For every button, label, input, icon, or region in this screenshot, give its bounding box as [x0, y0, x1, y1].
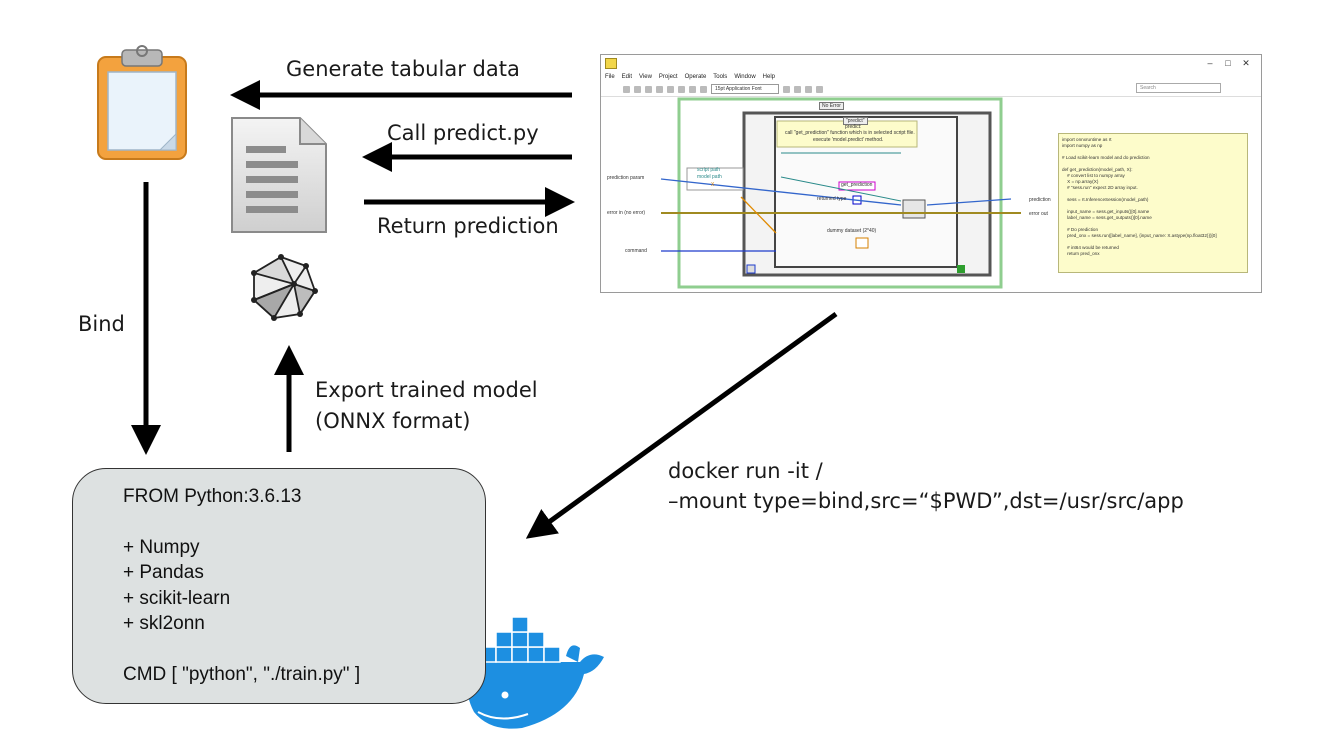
get-prediction-const: get_prediction — [841, 182, 873, 188]
code-line: import onnxruntime as rt — [1062, 137, 1112, 142]
menu-project[interactable]: Project — [658, 73, 678, 80]
align-icon[interactable] — [783, 85, 790, 93]
label-docker-run-line2: –mount type=bind,src=“$PWD”,dst=/usr/src… — [668, 489, 1184, 513]
menu-operate[interactable]: Operate — [684, 73, 707, 80]
label-call-predict: Call predict.py — [387, 121, 539, 145]
abort-icon[interactable] — [645, 85, 652, 93]
code-line: input_name = sess.get_inputs()[0].name — [1062, 209, 1150, 214]
label-bind: Bind — [78, 312, 125, 336]
label-generate-tabular-data: Generate tabular data — [286, 57, 520, 81]
docker-whale-icon — [465, 616, 604, 729]
returned-type-label: returned type — [817, 196, 847, 202]
dockerfile-line: + Pandas — [123, 562, 204, 584]
dockerfile-line: + Numpy — [123, 536, 200, 558]
distribute-icon[interactable] — [794, 85, 801, 93]
command-control[interactable]: command — [625, 248, 647, 254]
script-path-field: script path — [697, 167, 721, 173]
run-icon[interactable] — [623, 85, 630, 93]
labview-menubar: File Edit View Project Operate Tools Win… — [601, 71, 1261, 82]
arrow-docker-run — [525, 311, 838, 539]
code-line: return pred_onx — [1062, 251, 1100, 256]
onnx-icon — [251, 254, 318, 321]
dockerfile-line: + scikit-learn — [123, 587, 231, 609]
dummy-dataset-label: dummy dataset (2*40) — [827, 228, 877, 234]
code-line: # "sess.run" expect 2D array input. — [1062, 185, 1138, 190]
python-code-comment: import onnxruntime as rt import numpy as… — [1058, 133, 1248, 273]
code-line: sess = rt.InferenceSession(model_path) — [1062, 197, 1149, 202]
minimize-icon[interactable]: – — [1207, 58, 1213, 68]
menu-file[interactable]: File — [605, 73, 615, 80]
dockerfile-line: CMD [ "python", "./train.py" ] — [123, 663, 361, 685]
code-line: label_name = sess.get_outputs()[0].name — [1062, 215, 1152, 220]
error-in-control[interactable]: error in (no error) — [607, 210, 646, 216]
document-icon — [231, 117, 327, 233]
menu-window[interactable]: Window — [734, 73, 756, 80]
menu-help[interactable]: Help — [762, 73, 775, 80]
code-line: X = np.array(X) — [1062, 179, 1099, 184]
reorder-icon[interactable] — [805, 85, 812, 93]
dockerfile-line — [123, 636, 360, 661]
code-line: import numpy as np — [1062, 143, 1103, 148]
step-over-icon[interactable] — [689, 85, 696, 93]
step-icon[interactable] — [678, 85, 685, 93]
label-export-line2: (ONNX format) — [315, 409, 471, 433]
x-field: X — [711, 182, 715, 188]
highlight-icon[interactable] — [667, 85, 674, 93]
case-selector[interactable]: "predict" — [843, 117, 868, 125]
menu-view[interactable]: View — [639, 73, 652, 80]
comment-line2: execute 'model.predict' method. — [813, 137, 884, 143]
labview-toolbar: 15pt Application Font — [601, 82, 1261, 97]
run-continuous-icon[interactable] — [634, 85, 641, 93]
dockerfile-box: FROM Python:3.6.13 + Numpy + Pandas + sc… — [72, 468, 486, 704]
step-out-icon[interactable] — [700, 85, 707, 93]
search-input[interactable]: Search — [1136, 83, 1221, 93]
prediction-param-control[interactable]: prediction param — [607, 175, 645, 181]
dockerfile-line: FROM Python:3.6.13 — [123, 486, 302, 507]
block-diagram: No Error "predict" predict: call "get_pr… — [601, 97, 1261, 293]
menu-tools[interactable]: Tools — [713, 73, 728, 80]
dockerfile-line: + skl2onn — [123, 612, 205, 634]
labview-window: – □ ✕ File Edit View Project Operate Too… — [600, 54, 1262, 293]
font-select[interactable]: 15pt Application Font — [711, 84, 779, 94]
error-out-indicator: error out — [1029, 211, 1048, 217]
dockerfile-text: FROM Python:3.6.13 + Numpy + Pandas + sc… — [123, 484, 360, 687]
pause-icon[interactable] — [656, 85, 663, 93]
close-icon[interactable]: ✕ — [1242, 57, 1250, 68]
label-export-line1: Export trained model — [315, 378, 538, 402]
labview-app-icon — [605, 58, 617, 69]
cleanup-icon[interactable] — [816, 85, 823, 93]
clipboard-icon — [97, 45, 187, 160]
code-line: pred_onx = sess.run([label_name], {input… — [1062, 233, 1217, 238]
no-error-selector[interactable]: No Error — [819, 102, 844, 110]
code-line: # convert list to numpy array — [1062, 173, 1125, 178]
menu-edit[interactable]: Edit — [621, 73, 633, 80]
prediction-indicator: prediction — [1029, 197, 1051, 203]
arrows — [131, 80, 838, 539]
model-path-field: model path — [697, 174, 722, 180]
code-line: # Load scikit-learn model and do predict… — [1062, 155, 1150, 160]
comment-line1: call "get_prediction" function which is … — [785, 130, 915, 136]
label-return-prediction: Return prediction — [377, 214, 559, 238]
label-docker-run-line1: docker run -it / — [668, 459, 823, 483]
maximize-icon[interactable]: □ — [1225, 58, 1231, 68]
code-line: def get_prediction(model_path, X): — [1062, 167, 1133, 172]
comment-title: predict: — [845, 124, 862, 130]
code-line: # Do prediction — [1062, 227, 1099, 232]
block-diagram-wires — [660, 97, 1021, 289]
code-line: # int64 would be returned — [1062, 245, 1119, 250]
dockerfile-line — [123, 509, 360, 534]
labview-titlebar: – □ ✕ — [601, 55, 1261, 71]
